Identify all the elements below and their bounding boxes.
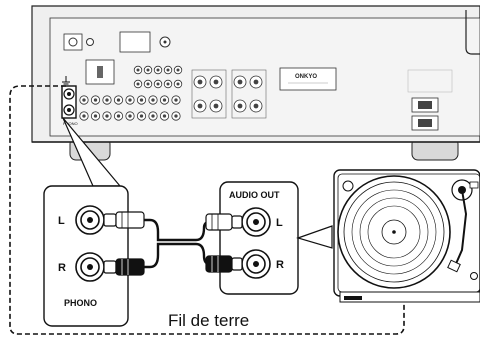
- speaker-terminal: [249, 99, 263, 113]
- phono-right-label: R: [58, 262, 66, 274]
- speaker-terminal: [193, 75, 207, 89]
- rca-jack: [173, 65, 183, 75]
- rca-jack: [113, 111, 124, 121]
- brand-logo: ONKYO: [295, 74, 317, 80]
- tonearm-icon: [447, 179, 479, 280]
- audio-out-title: AUDIO OUT: [229, 190, 280, 200]
- receiver-phono-label: PHONO: [63, 121, 78, 126]
- rca-jack: [79, 111, 89, 121]
- ground-wire-caption: Fil de terre: [168, 311, 249, 330]
- rca-jack: [153, 79, 163, 89]
- speaker-terminal: [233, 99, 247, 113]
- rca-jack: [113, 95, 124, 105]
- rca-jack: [102, 95, 112, 105]
- turntable-platter: [337, 175, 451, 289]
- phono-panel-title: PHONO: [64, 298, 97, 308]
- rca-jack: [173, 79, 183, 89]
- rca-jack: [102, 111, 112, 121]
- speaker-terminal: [249, 75, 263, 89]
- rca-jack: [125, 111, 135, 121]
- rca-jack-grid: [79, 65, 183, 121]
- rca-jack: [90, 111, 101, 121]
- phono-input-panel: L R PHONO: [43, 185, 129, 327]
- speaker-terminal: [209, 99, 223, 113]
- audio-out-right-label: R: [276, 259, 284, 271]
- audio-out-left-jack: [241, 207, 271, 237]
- receiver-rear-panel: PHONO ONKYO: [31, 5, 480, 161]
- ground-terminal-icon: [62, 76, 70, 85]
- rca-jack: [133, 79, 143, 89]
- rca-cable: [103, 211, 243, 276]
- ground-wire: [9, 85, 405, 335]
- rca-jack: [136, 111, 147, 121]
- rca-jack: [153, 65, 163, 75]
- speaker-terminal-frame: [191, 69, 227, 119]
- audio-out-right-jack: [241, 249, 271, 279]
- audio-out-panel: AUDIO OUT L R: [219, 181, 299, 295]
- rca-jack: [148, 111, 158, 121]
- audio-out-callout-wedge: [296, 225, 333, 249]
- rca-jack: [159, 95, 170, 105]
- rca-jack: [143, 65, 153, 75]
- rca-jack: [163, 79, 173, 89]
- rca-jack: [171, 111, 181, 121]
- phono-right-jack: [75, 252, 105, 282]
- speaker-terminal: [209, 75, 223, 89]
- speaker-terminal-frame: [231, 69, 267, 119]
- rca-jack: [136, 95, 147, 105]
- rca-jack: [133, 65, 143, 75]
- rca-jack: [143, 79, 153, 89]
- speaker-terminal: [193, 99, 207, 113]
- rca-jack: [159, 111, 170, 121]
- rca-jack: [79, 95, 89, 105]
- speaker-terminals: [191, 69, 267, 119]
- rca-jack: [148, 95, 158, 105]
- rca-jack: [171, 95, 181, 105]
- audio-out-left-label: L: [276, 217, 283, 229]
- rca-jack: [125, 95, 135, 105]
- turntable: [333, 169, 480, 303]
- phono-left-jack: [75, 205, 105, 235]
- speaker-terminal: [233, 75, 247, 89]
- rca-jack: [163, 65, 173, 75]
- rca-jack: [90, 95, 101, 105]
- phono-left-label: L: [58, 215, 65, 227]
